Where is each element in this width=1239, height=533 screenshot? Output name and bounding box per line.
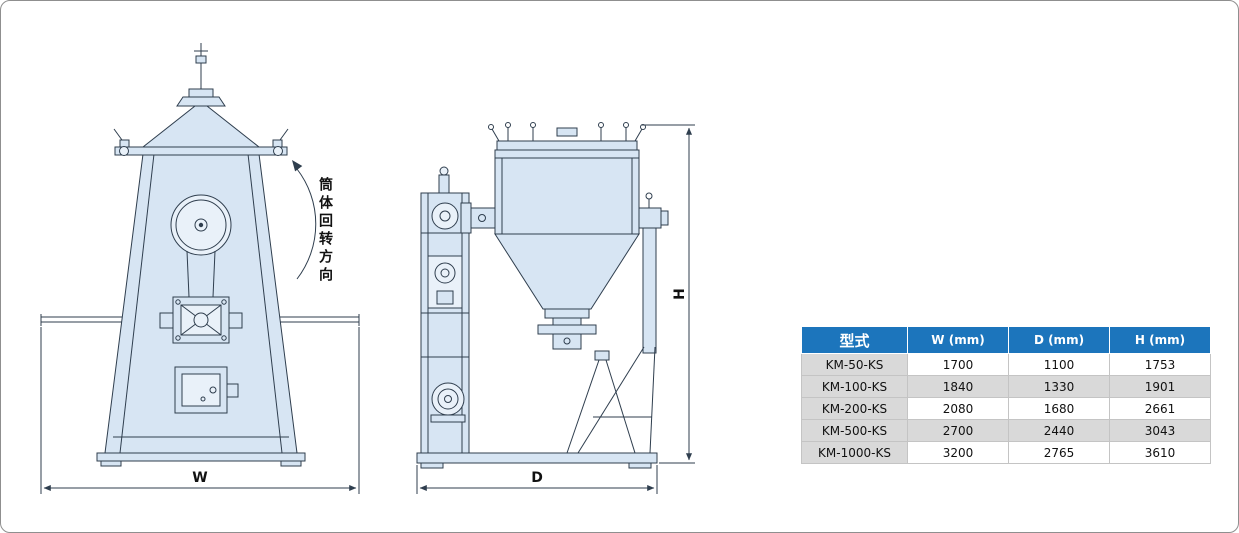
model-cell: KM-50-KS (801, 353, 908, 376)
column-header-d: D (mm) (1008, 326, 1110, 354)
technical-drawing: W D H (40, 43, 695, 494)
dimension-cell: 2700 (907, 419, 1009, 442)
model-cell: KM-1000-KS (801, 441, 908, 464)
side-view-drawing (416, 122, 669, 469)
dimension-cell: 3043 (1109, 419, 1211, 442)
dimension-cell: 2440 (1008, 419, 1110, 442)
w-dimension-label: W (192, 470, 207, 486)
column-header-model: 型式 (801, 326, 908, 354)
model-cell: KM-500-KS (801, 419, 908, 442)
h-dimension (641, 124, 695, 464)
d-dimension-label: D (531, 470, 543, 486)
dimension-cell: 1680 (1008, 397, 1110, 420)
w-dimension (40, 327, 360, 494)
d-dimension (416, 465, 658, 494)
h-dimension-label: H (672, 288, 688, 300)
dimension-cell: 2765 (1008, 441, 1110, 464)
column-header-h: H (mm) (1109, 326, 1211, 354)
dimension-cell: 1753 (1109, 353, 1211, 376)
dimension-cell: 3610 (1109, 441, 1211, 464)
model-cell: KM-200-KS (801, 397, 908, 420)
dimension-cell: 1840 (907, 375, 1009, 398)
table-header-row: 型式 W (mm) D (mm) H (mm) (801, 326, 1211, 354)
dimension-cell: 2080 (907, 397, 1009, 420)
model-cell: KM-100-KS (801, 375, 908, 398)
dimension-cell: 1901 (1109, 375, 1211, 398)
dimension-cell: 1330 (1008, 375, 1110, 398)
dimension-cell: 1700 (907, 353, 1009, 376)
dimension-cell: 3200 (907, 441, 1009, 464)
dimension-cell: 1100 (1008, 353, 1110, 376)
front-view-drawing (40, 43, 360, 467)
rotation-direction-label: 筒体回转方向 (317, 177, 333, 285)
column-header-w: W (mm) (907, 326, 1009, 354)
rotation-direction-arrow (292, 160, 317, 280)
dimension-cell: 2661 (1109, 397, 1211, 420)
